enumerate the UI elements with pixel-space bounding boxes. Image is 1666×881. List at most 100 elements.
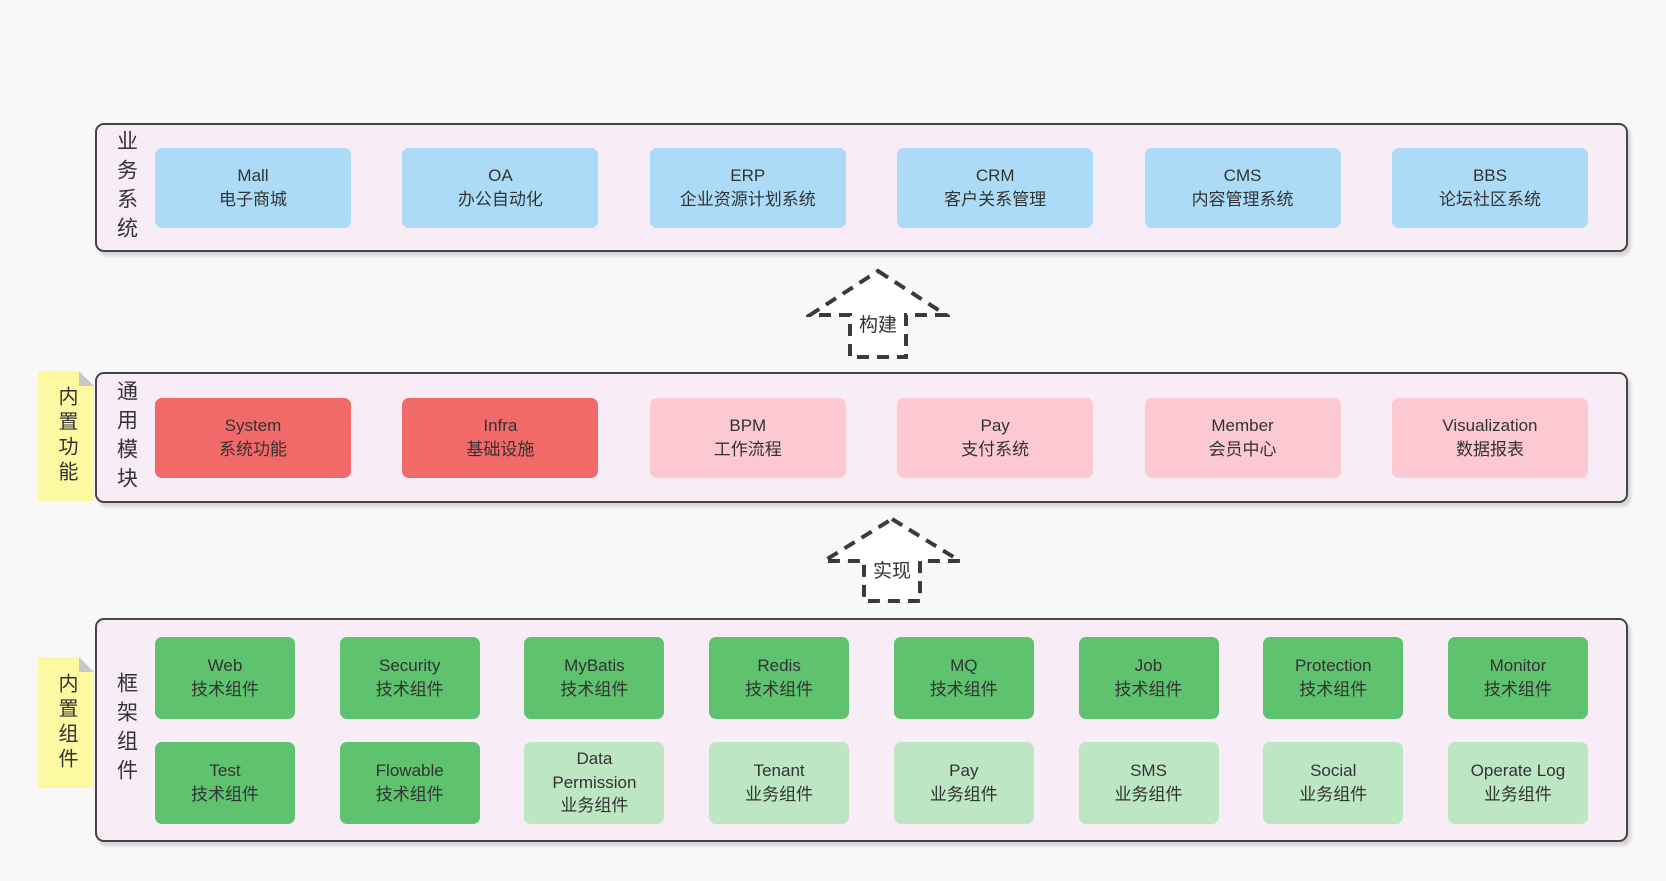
- node-name: BBS: [1472, 165, 1507, 185]
- node-subtitle: 技术组件: [1483, 679, 1552, 699]
- node-security: Security 技术组件: [339, 636, 480, 719]
- node-name: BPM: [729, 415, 767, 435]
- node-name: Visualization: [1442, 415, 1538, 435]
- node-subtitle: 技术组件: [745, 679, 814, 699]
- node-erp: ERP 企业资源计划系统: [649, 147, 846, 228]
- node-visualization: Visualization 数据报表: [1391, 397, 1588, 478]
- layer-label: 业务系统: [114, 129, 138, 246]
- node-crm: CRM 客户关系管理: [897, 147, 1094, 228]
- node-member: Member 会员中心: [1144, 397, 1341, 478]
- sticky-label: 内置功能: [55, 386, 77, 486]
- node-subtitle: 客户关系管理: [944, 189, 1047, 209]
- node-monitor: Monitor 技术组件: [1447, 636, 1588, 719]
- node-name: MyBatis: [564, 655, 625, 675]
- node-name: Test: [209, 760, 241, 780]
- node-infra: Infra 基础设施: [402, 397, 599, 478]
- boxes-area: Mall 电子商城 OA 办公自动化 ERP 企业资源计划系统 CRM 客户关系…: [155, 125, 1588, 250]
- node-subtitle: 业务组件: [560, 796, 629, 816]
- node-subtitle: 数据报表: [1455, 439, 1524, 459]
- node-operate-log: Operate Log 业务组件: [1447, 741, 1588, 824]
- box-row: Test 技术组件 Flowable 技术组件 Data Permission …: [155, 741, 1588, 824]
- node-subtitle: 技术组件: [375, 679, 444, 699]
- arrow-label: 构建: [859, 314, 897, 336]
- sticky-note-builtin-features: 内置功能: [38, 371, 94, 501]
- layer-label-column: 业务系统: [97, 125, 155, 250]
- node-subtitle: 工作流程: [713, 439, 782, 459]
- arrow-implement: 实现: [820, 515, 964, 605]
- node-mq: MQ 技术组件: [893, 636, 1034, 719]
- node-web: Web 技术组件: [155, 636, 295, 719]
- layer-label: 通用模块: [114, 379, 138, 496]
- node-bpm: BPM 工作流程: [649, 397, 846, 478]
- node-subtitle: 业务组件: [929, 784, 998, 804]
- node-subtitle: 办公自动化: [457, 189, 543, 209]
- node-name: Operate Log: [1470, 760, 1566, 780]
- sticky-fold-icon: [79, 371, 94, 386]
- layer-business-systems: 业务系统 Mall 电子商城 OA 办公自动化 ERP 企业资源计划系统 CRM…: [95, 123, 1628, 252]
- node-subtitle: 技术组件: [191, 784, 259, 804]
- box-row: Mall 电子商城 OA 办公自动化 ERP 企业资源计划系统 CRM 客户关系…: [155, 147, 1588, 228]
- node-subtitle: 企业资源计划系统: [679, 189, 816, 209]
- node-name: Social: [1310, 760, 1357, 780]
- sticky-label: 内置组件: [55, 672, 77, 773]
- node-name: Member: [1211, 415, 1274, 435]
- node-subtitle: 电子商城: [219, 189, 287, 209]
- node-subtitle: 业务组件: [1483, 784, 1552, 804]
- node-name: SMS: [1130, 760, 1167, 780]
- node-cms: CMS 内容管理系统: [1144, 147, 1341, 228]
- node-subtitle: 支付系统: [961, 439, 1030, 459]
- sticky-fold-icon: [79, 657, 94, 672]
- node-subtitle: 业务组件: [1114, 784, 1183, 804]
- node-subtitle: 会员中心: [1208, 439, 1277, 459]
- node-job: Job 技术组件: [1078, 636, 1219, 719]
- node-name: CRM: [975, 165, 1015, 185]
- arrow-build: 构建: [806, 267, 950, 361]
- up-arrow-icon: 构建: [806, 268, 950, 359]
- layer-label: 框架组件: [114, 672, 138, 788]
- node-name: System: [224, 415, 282, 435]
- node-pay-system: Pay 支付系统: [897, 397, 1094, 478]
- boxes-area: Web 技术组件 Security 技术组件 MyBatis 技术组件 Redi…: [155, 620, 1588, 840]
- node-name: Flowable: [375, 760, 444, 780]
- node-name: Redis: [757, 655, 801, 675]
- node-name: Pay: [980, 415, 1010, 435]
- box-row: System 系统功能 Infra 基础设施 BPM 工作流程 Pay 支付系统…: [155, 397, 1588, 478]
- node-subtitle: 系统功能: [219, 439, 287, 459]
- node-name: Security: [378, 655, 441, 675]
- node-name: OA: [488, 165, 513, 185]
- node-name: ERP: [730, 165, 766, 185]
- node-name: Infra: [483, 415, 518, 435]
- node-oa: OA 办公自动化: [402, 147, 599, 228]
- node-name: MQ: [950, 655, 978, 675]
- node-tenant: Tenant 业务组件: [709, 741, 850, 824]
- node-subtitle: 技术组件: [1114, 679, 1183, 699]
- node-subtitle: 论坛社区系统: [1438, 189, 1541, 209]
- node-name: Protection: [1294, 655, 1372, 675]
- node-name: Web: [207, 655, 243, 675]
- node-subtitle: 技术组件: [191, 679, 259, 699]
- node-mybatis: MyBatis 技术组件: [524, 636, 665, 719]
- node-protection: Protection 技术组件: [1263, 636, 1404, 719]
- node-name: Monitor: [1489, 655, 1547, 675]
- node-system: System 系统功能: [155, 397, 351, 478]
- node-flowable: Flowable 技术组件: [339, 741, 480, 824]
- boxes-area: System 系统功能 Infra 基础设施 BPM 工作流程 Pay 支付系统…: [155, 374, 1588, 501]
- node-sms: SMS 业务组件: [1078, 741, 1219, 824]
- node-name: Mall: [237, 165, 269, 185]
- layer-label-column: 框架组件: [97, 620, 155, 840]
- node-mall: Mall 电子商城: [155, 147, 351, 228]
- node-subtitle: 业务组件: [745, 784, 814, 804]
- node-name: Job: [1134, 655, 1163, 675]
- node-bbs: BBS 论坛社区系统: [1391, 147, 1588, 228]
- node-test: Test 技术组件: [155, 741, 295, 824]
- node-social: Social 业务组件: [1263, 741, 1404, 824]
- node-subtitle: 技术组件: [1299, 679, 1368, 699]
- arrow-label: 实现: [873, 560, 911, 582]
- node-name: Pay: [949, 760, 979, 780]
- node-data-permission: Data Permission 业务组件: [524, 741, 665, 824]
- node-pay-component: Pay 业务组件: [893, 741, 1034, 824]
- node-subtitle: 技术组件: [375, 784, 444, 804]
- node-name: CMS: [1223, 165, 1262, 185]
- sticky-note-builtin-components: 内置组件: [38, 657, 94, 788]
- node-subtitle: 技术组件: [929, 679, 998, 699]
